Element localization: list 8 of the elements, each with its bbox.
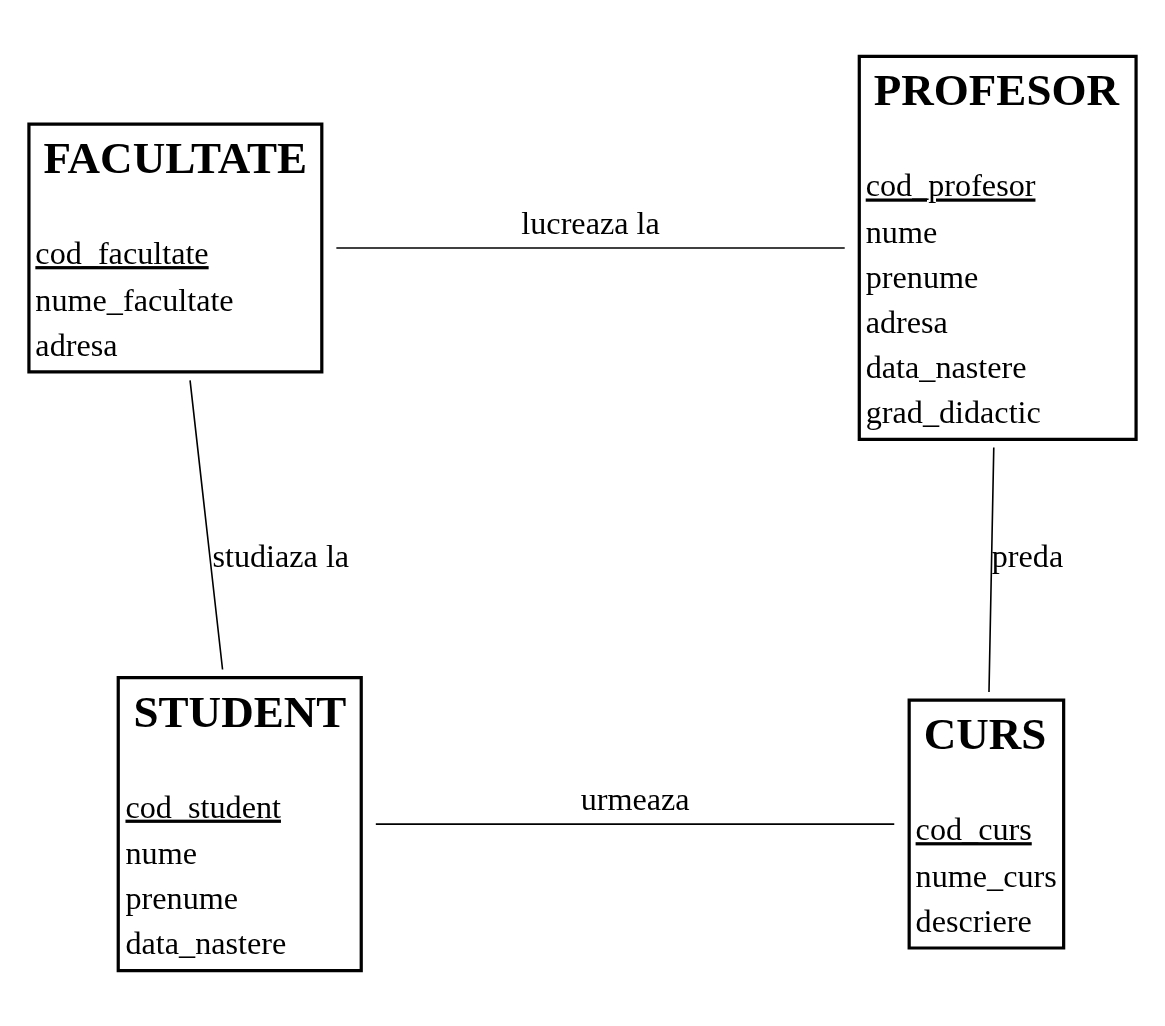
connector <box>988 446 995 693</box>
connector <box>335 246 846 249</box>
connector <box>189 379 224 670</box>
edge-label: preda <box>991 537 1064 574</box>
connector <box>375 822 896 825</box>
edge-label: studiaza la <box>212 537 350 574</box>
edge-label: urmeaza <box>580 780 690 817</box>
edge-label: lucreaza la <box>521 204 660 240</box>
